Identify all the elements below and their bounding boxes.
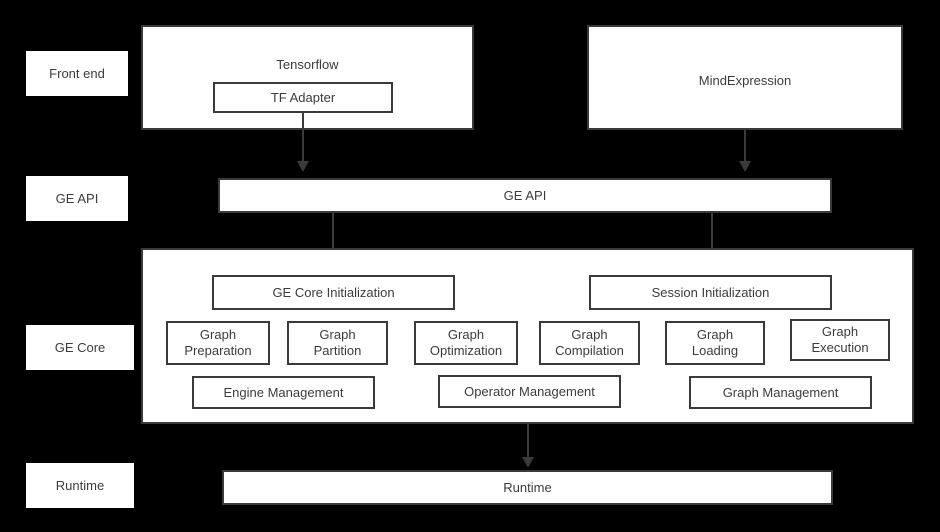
arrowhead-gecore-to-runtime [522,457,534,468]
connector-geapi-to-gecore-init [332,213,334,263]
ge-core-initialization-box[interactable]: GE Core Initialization [212,275,455,310]
management-box-graph[interactable]: Graph Management [689,376,872,409]
tensorflow-title: Tensorflow [276,57,339,72]
management-box-operator[interactable]: Operator Management [438,375,621,408]
module-box-graph-compilation[interactable]: Graph Compilation [539,321,640,365]
runtime-bar[interactable]: Runtime [222,470,833,505]
connector-mindexpression-to-geapi [744,130,746,163]
layer-label-front-end: Front end [26,51,128,96]
connector-gecore-to-runtime [527,424,529,459]
mindexpression-container: MindExpression [587,25,903,130]
session-initialization-box[interactable]: Session Initialization [589,275,832,310]
layer-label-runtime: Runtime [26,463,134,508]
management-box-engine[interactable]: Engine Management [192,376,375,409]
arrowhead-mindexpression-to-geapi [739,161,751,172]
tf-adapter-box[interactable]: TF Adapter [213,82,393,113]
layer-label-ge-api: GE API [26,176,128,221]
tensorflow-container: Tensorflow [141,25,474,130]
connector-tfadapter-to-geapi [302,113,304,163]
module-box-graph-preparation[interactable]: Graph Preparation [166,321,270,365]
ge-api-bar[interactable]: GE API [218,178,832,213]
connector-geapi-to-session-init [711,213,713,263]
module-box-graph-execution[interactable]: Graph Execution [790,319,890,361]
arrowhead-tfadapter-to-geapi [297,161,309,172]
module-box-graph-loading[interactable]: Graph Loading [665,321,765,365]
module-box-graph-optimization[interactable]: Graph Optimization [414,321,518,365]
layer-label-ge-core: GE Core [26,325,134,370]
mindexpression-title: MindExpression [698,73,792,88]
module-box-graph-partition[interactable]: Graph Partition [287,321,388,365]
